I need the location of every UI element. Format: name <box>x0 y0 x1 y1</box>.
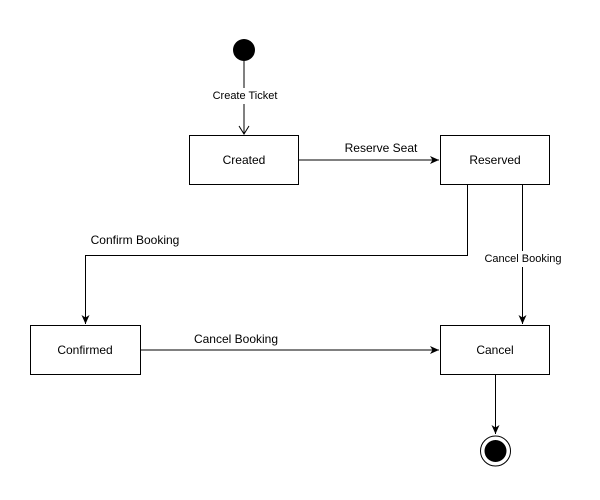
state-confirmed[interactable]: Confirmed <box>30 325 141 375</box>
edge-confirm-booking: Confirm Booking <box>81 185 468 324</box>
edge-cancel-from-reserved: Cancel Booking <box>484 185 562 324</box>
state-label-reserved: Reserved <box>469 153 520 167</box>
edge-label-reserve-seat: Reserve Seat <box>345 141 418 155</box>
state-label-confirmed: Confirmed <box>57 343 112 357</box>
edge-create-ticket: Create Ticket <box>208 61 280 135</box>
state-created[interactable]: Created <box>189 135 299 185</box>
state-label-created: Created <box>223 153 266 167</box>
edge-label-create-ticket: Create Ticket <box>213 90 278 102</box>
final-state <box>480 435 511 467</box>
edge-label-cancel-from-confirmed: Cancel Booking <box>194 332 278 346</box>
initial-state <box>233 39 255 61</box>
state-label-cancel: Cancel <box>476 343 513 357</box>
state-cancel[interactable]: Cancel <box>440 325 550 375</box>
edge-label-confirm-booking: Confirm Booking <box>91 233 180 247</box>
edge-reserve-seat: Reserve Seat <box>299 141 439 164</box>
state-reserved[interactable]: Reserved <box>440 135 550 185</box>
edge-label-cancel-from-reserved: Cancel Booking <box>484 253 561 265</box>
edge-cancel-from-confirmed: Cancel Booking <box>141 332 439 354</box>
